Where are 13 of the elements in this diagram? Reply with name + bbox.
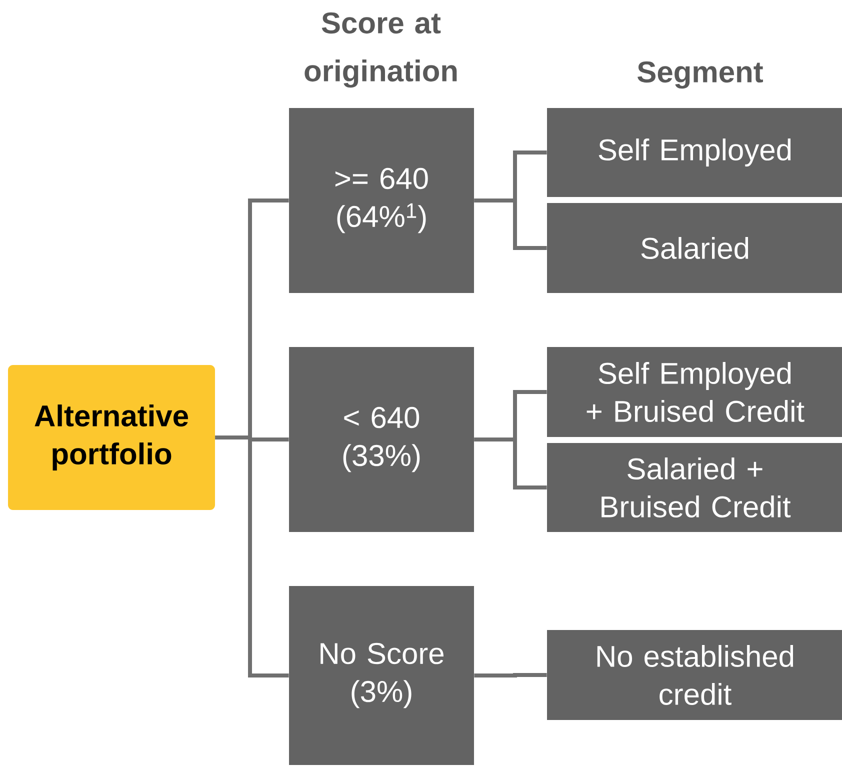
connector-line bbox=[215, 436, 289, 678]
segment-box: Self Employed bbox=[547, 108, 842, 197]
score-box: >= 640 (64%$^{1}$) bbox=[289, 108, 474, 293]
connector-line bbox=[474, 438, 547, 490]
segment-box: Salaried + Bruised Credit bbox=[547, 443, 842, 532]
connector-line bbox=[474, 673, 547, 678]
segment-box: Self Employed + Bruised Credit bbox=[547, 347, 842, 437]
score-box: < 640 (33%) bbox=[289, 347, 474, 532]
score-box: No Score (3%) bbox=[289, 586, 474, 765]
decision-box: Alternative portfolio bbox=[8, 365, 215, 510]
segment-box: No established credit bbox=[547, 630, 842, 720]
segment-box: Salaried bbox=[547, 203, 842, 293]
connector-line bbox=[474, 198, 547, 250]
